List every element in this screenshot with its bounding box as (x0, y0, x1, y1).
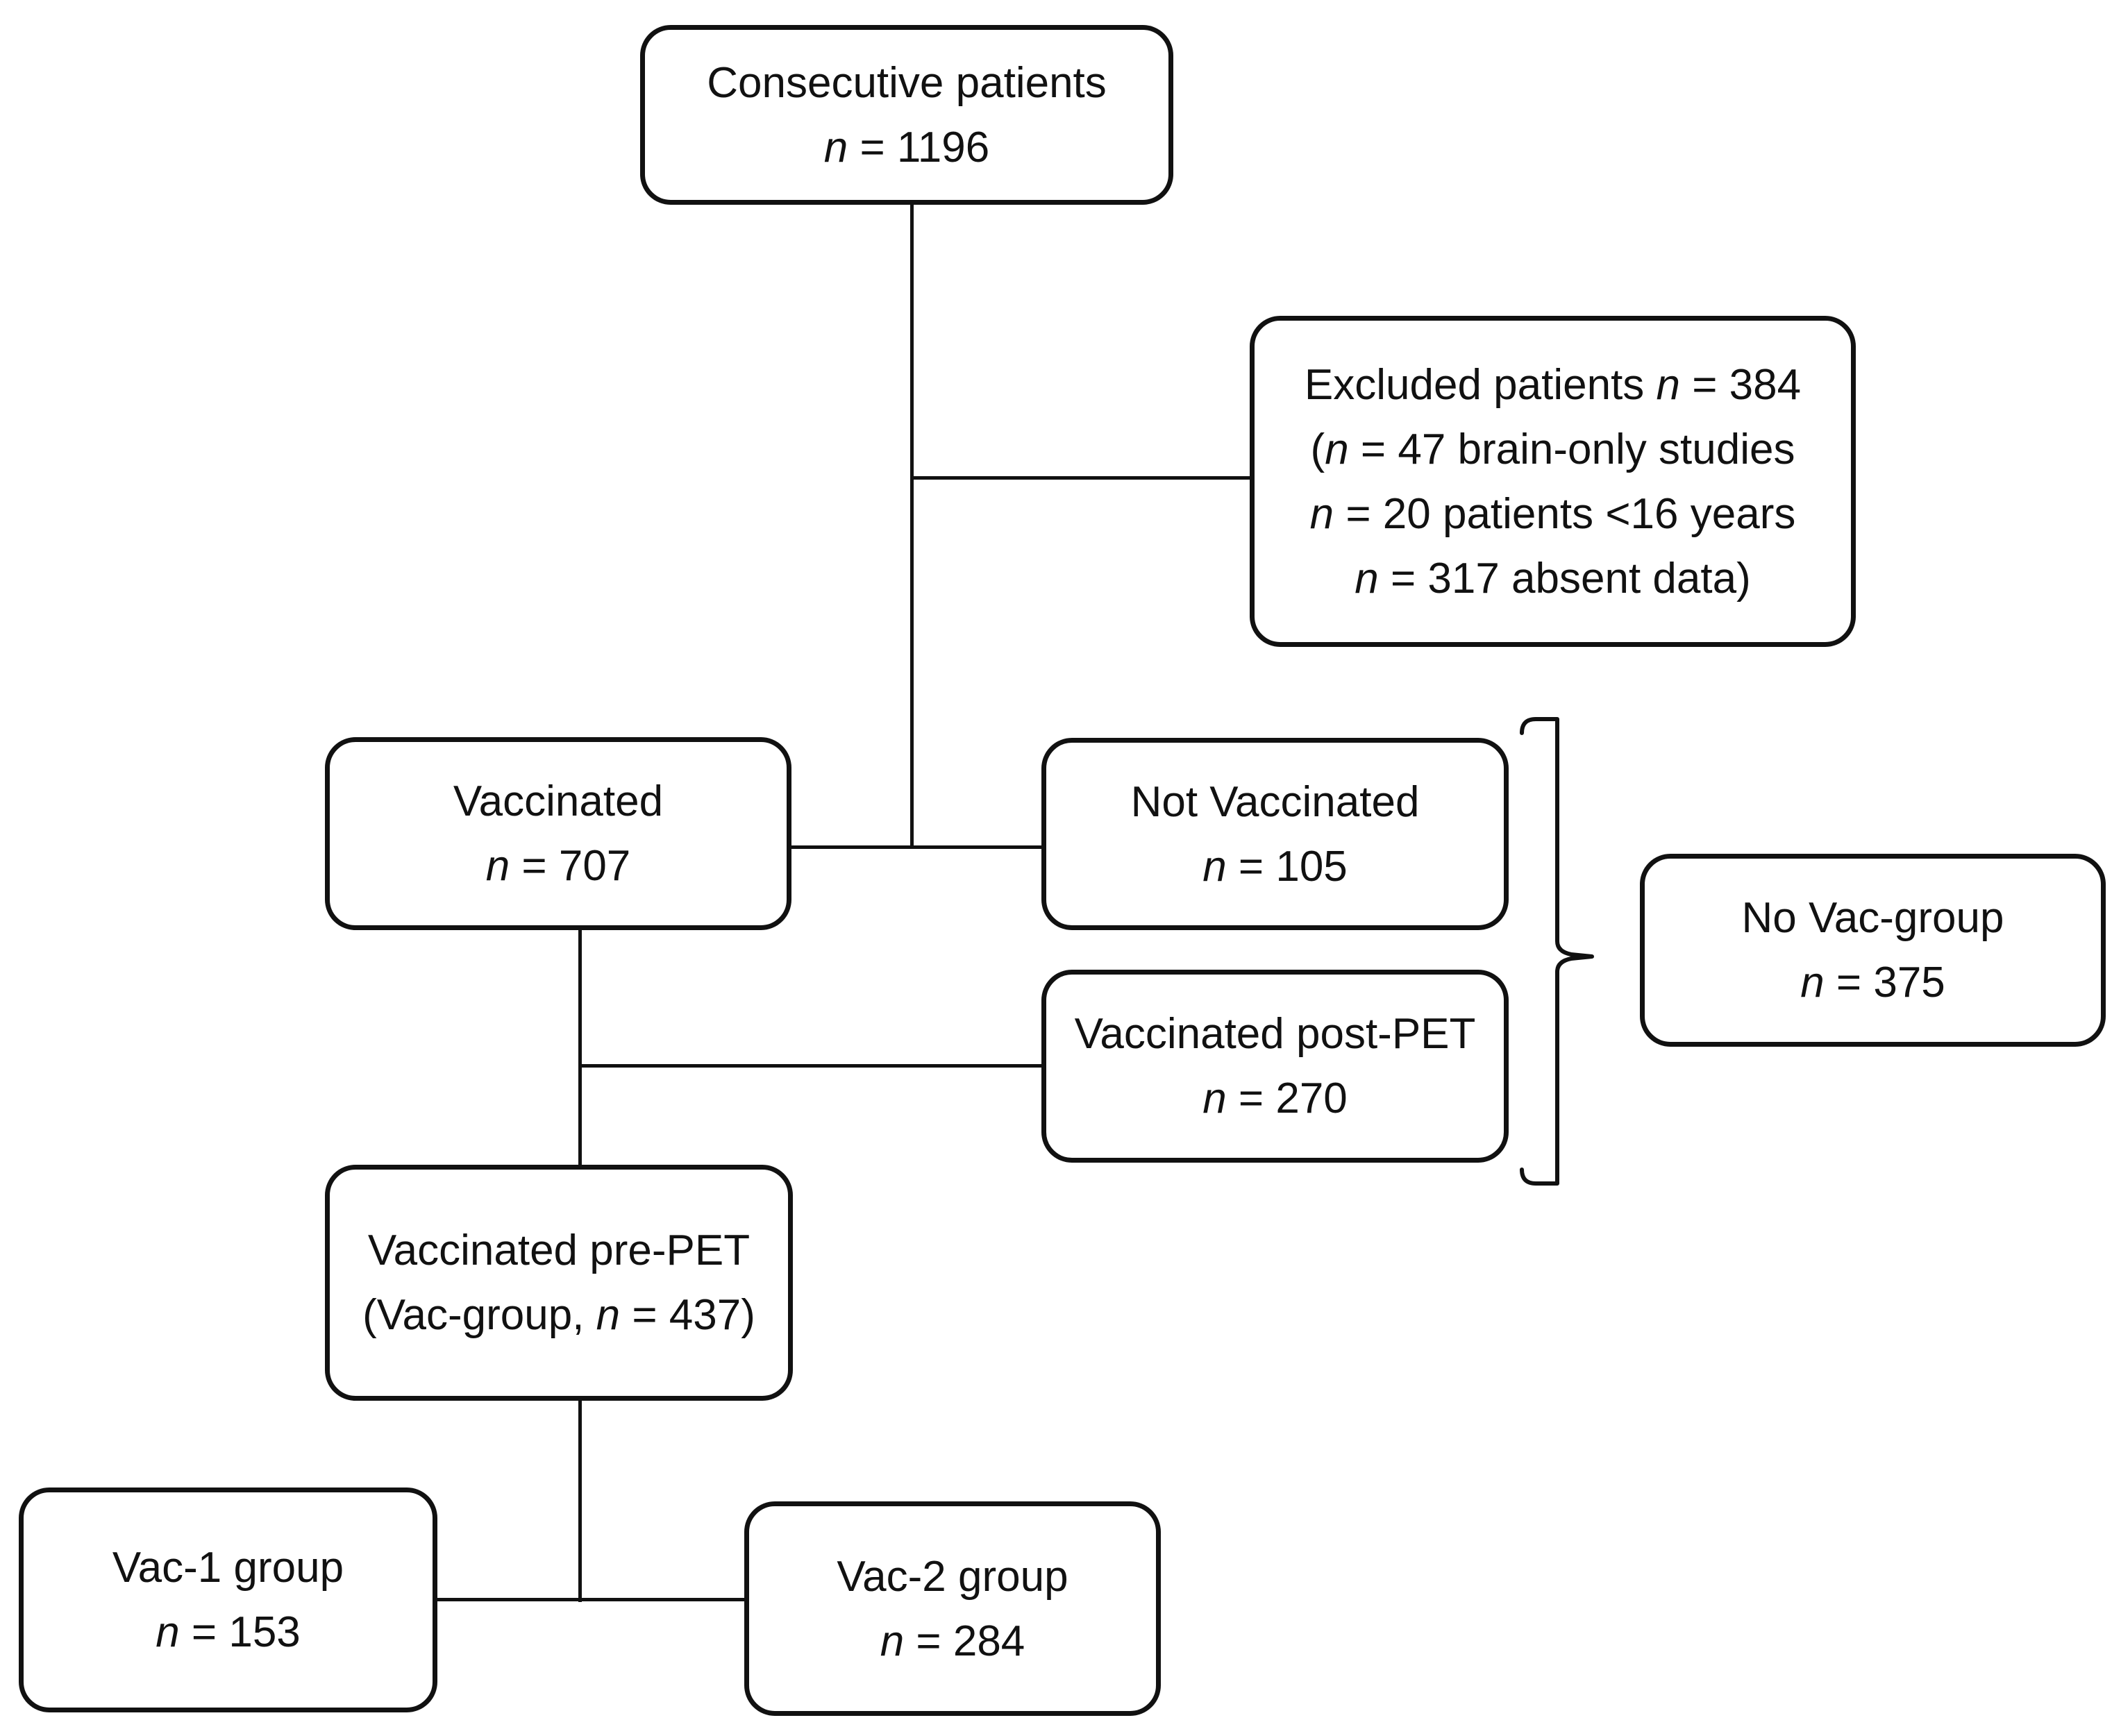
curly-brace-path (1520, 717, 1594, 1186)
node-line: Consecutive patients (707, 51, 1107, 115)
n-value: = 384 (1680, 360, 1802, 409)
node-line: (Vac-group, n = 437) (362, 1283, 755, 1347)
node-excluded-patients: Excluded patients n = 384 (n = 47 brain-… (1250, 316, 1856, 647)
n-value: = 153 (179, 1608, 301, 1656)
n-italic: n (1355, 554, 1379, 602)
label-text: Vaccinated pre-PET (367, 1227, 751, 1274)
n-value: = 1196 (848, 123, 990, 171)
node-line: Vaccinated post-PET (1075, 1002, 1476, 1066)
connector-consecutive-down (910, 205, 914, 848)
n-value: = 20 patients <16 years (1334, 489, 1796, 538)
n-italic: n (1309, 489, 1334, 538)
label-text: Vac-1 group (112, 1544, 344, 1592)
node-vaccinated-pre-pet: Vaccinated pre-PET (Vac-group, n = 437) (325, 1165, 793, 1401)
n-italic: n (1325, 425, 1349, 473)
node-line: (n = 47 brain-only studies (1311, 417, 1795, 482)
label-text: Vaccinated (453, 777, 664, 825)
connector-to-post-pet (578, 1064, 1041, 1068)
n-value: = 105 (1226, 842, 1348, 891)
node-consecutive-patients: Consecutive patients n = 1196 (640, 25, 1173, 205)
connector-vac1-vac2 (437, 1598, 744, 1601)
node-vac-1-group: Vac-1 group n = 153 (19, 1488, 437, 1712)
n-italic: n (1656, 360, 1681, 409)
label-text: (Vac-group, (362, 1291, 596, 1339)
node-not-vaccinated: Not Vaccinated n = 105 (1041, 738, 1509, 930)
n-italic: n (156, 1608, 180, 1656)
connector-to-excluded (910, 476, 1250, 480)
node-vaccinated-post-pet: Vaccinated post-PET n = 270 (1041, 970, 1509, 1163)
label-text: Consecutive patients (707, 58, 1107, 107)
node-line: Not Vaccinated (1131, 770, 1420, 834)
node-line: n = 707 (486, 834, 631, 898)
n-value: = 47 brain-only studies (1348, 425, 1795, 473)
label-text: Vaccinated post-PET (1074, 1010, 1476, 1058)
node-line: No Vac-group (1742, 886, 2004, 950)
node-no-vac-group: No Vac-group n = 375 (1640, 854, 2106, 1047)
node-line: n = 1196 (824, 115, 989, 180)
n-italic: n (1202, 1075, 1227, 1122)
n-italic: n (880, 1617, 905, 1665)
connector-vaccinated-notvaccinated (791, 845, 1041, 849)
n-value: = 284 (904, 1617, 1025, 1665)
node-line: n = 105 (1202, 834, 1348, 899)
node-line: Vaccinated (453, 769, 663, 834)
n-italic: n (596, 1291, 621, 1339)
n-italic: n (1800, 959, 1825, 1006)
node-line: n = 20 patients <16 years (1310, 482, 1796, 546)
n-value: = 270 (1226, 1075, 1348, 1122)
connector-vaccinated-down (578, 929, 582, 1166)
node-vac-2-group: Vac-2 group n = 284 (744, 1501, 1161, 1716)
connector-pre-pet-down (578, 1399, 582, 1602)
node-line: n = 375 (1800, 950, 1945, 1015)
label-text: Not Vaccinated (1130, 777, 1420, 826)
node-line: n = 270 (1202, 1066, 1348, 1131)
curly-brace (1520, 717, 1594, 1186)
node-line: Vaccinated pre-PET (368, 1218, 750, 1283)
n-value: = 707 (510, 842, 631, 890)
node-line: n = 317 absent data) (1355, 546, 1751, 611)
node-line: Excluded patients n = 384 (1305, 353, 1801, 417)
n-italic: n (485, 842, 510, 890)
node-line: n = 153 (156, 1600, 301, 1665)
node-line: Vac-2 group (837, 1544, 1068, 1609)
n-value: = 375 (1824, 959, 1945, 1006)
node-line: Vac-1 group (112, 1535, 344, 1600)
n-value: = 437) (620, 1291, 755, 1339)
label-text: Vac-2 group (837, 1552, 1068, 1601)
label-text: Excluded patients (1304, 360, 1657, 409)
n-value: = 317 absent data) (1378, 554, 1751, 602)
label-text: No Vac-group (1741, 894, 2004, 942)
n-italic: n (823, 123, 848, 171)
node-line: n = 284 (880, 1609, 1025, 1674)
n-italic: n (1202, 842, 1227, 891)
label-text: ( (1310, 425, 1325, 473)
node-vaccinated: Vaccinated n = 707 (325, 737, 791, 930)
